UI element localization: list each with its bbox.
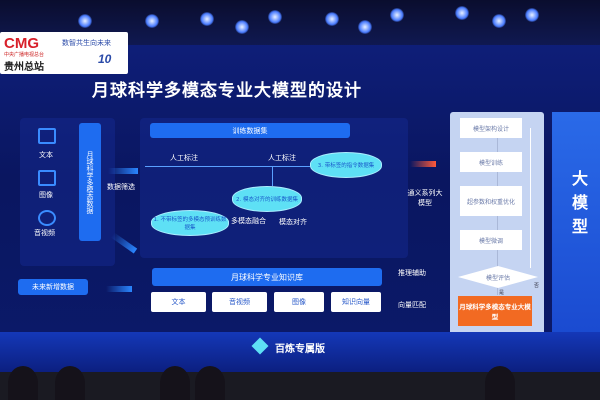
vector-match-label: 向量匹配 xyxy=(398,301,426,309)
bailian-edition-label: 百炼专属版 xyxy=(275,344,325,355)
flow-yes-label: 是 xyxy=(499,290,505,296)
flow-step-architecture: 模型架构设计 xyxy=(460,118,522,138)
stage-light xyxy=(78,14,92,28)
cmg-logo-badge xyxy=(0,32,128,74)
stage-light xyxy=(492,14,506,28)
manual-annotation-label: 人工标注 xyxy=(170,154,198,162)
large-model-label: 大模型 xyxy=(569,170,588,242)
knowledge-base-header: 月球科学专业知识库 xyxy=(152,268,382,286)
audience-head xyxy=(485,366,515,400)
data-filter-label: 数据筛选 xyxy=(107,183,135,191)
station-name: 贵州总站 xyxy=(4,62,44,73)
stage-light xyxy=(358,20,372,34)
stage-light xyxy=(455,6,469,20)
slide-title: 月球科学多模态专业大模型的设计 xyxy=(92,81,362,101)
flow-no-label: 否 xyxy=(534,283,540,289)
flow-step-evaluate: 模型评估 xyxy=(458,266,538,288)
audience-head xyxy=(55,366,85,400)
source-image: 图像 xyxy=(39,191,53,199)
cmg-org-name: 中央广播电视总台 xyxy=(4,52,45,58)
stage-light xyxy=(390,8,404,22)
image-icon xyxy=(38,170,56,186)
large-model-panel xyxy=(552,112,600,337)
stage-light xyxy=(235,20,249,34)
modal-alignment-label: 模态对齐 xyxy=(279,218,307,226)
flow-step-training: 模型训练 xyxy=(460,152,522,172)
stage-light xyxy=(268,10,282,24)
knowledge-audio-video: 音视频 xyxy=(212,292,267,312)
slogan: 数智共生向未来 xyxy=(62,39,111,47)
audio-video-icon xyxy=(38,210,56,226)
training-dataset-header: 训练数据集 xyxy=(150,123,350,138)
stage-light xyxy=(325,12,339,26)
future-data-button: 未来新增数据 xyxy=(18,279,88,295)
knowledge-image: 图像 xyxy=(274,292,324,312)
cmg-logo: CMG xyxy=(4,35,39,52)
audience-head xyxy=(8,366,38,400)
arrow-right xyxy=(108,168,138,174)
knowledge-vector: 知识向量 xyxy=(331,292,381,312)
flow-result-model: 月球科学多模态专业大模型 xyxy=(458,296,532,326)
feedback-loop-line xyxy=(530,128,531,268)
stage-light xyxy=(200,12,214,26)
audience-head xyxy=(195,366,225,400)
anniversary-logo: 10 xyxy=(98,52,112,66)
labeled-instruction-dataset: 3. 带标签的指令数据集 xyxy=(310,152,382,178)
document-icon xyxy=(38,128,56,144)
stage-light xyxy=(145,14,159,28)
knowledge-text: 文本 xyxy=(151,292,206,312)
modal-aligned-dataset: 2. 模态对齐的训练数据集 xyxy=(232,186,302,212)
unlabeled-pretrain-dataset: 1. 不带标签的多模态预训练数据集 xyxy=(151,210,229,236)
source-audio-video: 音视频 xyxy=(34,229,55,237)
source-text: 文本 xyxy=(39,151,53,159)
arrow-right-orange xyxy=(410,161,436,167)
multimodal-fusion-label: 多模态融合 xyxy=(231,217,266,225)
flow-step-optimization: 超参数和权重优化 xyxy=(460,186,522,216)
stage-light xyxy=(525,8,539,22)
connector-line xyxy=(272,166,273,186)
connector-line xyxy=(145,166,310,167)
footer-bar xyxy=(0,332,600,372)
multimodal-data-bar: 月球科学多模态数据 xyxy=(79,123,101,241)
reasoning-assist-label: 推理辅助 xyxy=(398,269,426,277)
audience-head xyxy=(160,366,190,400)
tongyi-model-label: 通义系列大模型 xyxy=(407,189,443,207)
arrow-right xyxy=(106,286,132,292)
manual-annotation-label: 人工标注 xyxy=(268,154,296,162)
flow-step-finetune: 模型微调 xyxy=(460,230,522,250)
